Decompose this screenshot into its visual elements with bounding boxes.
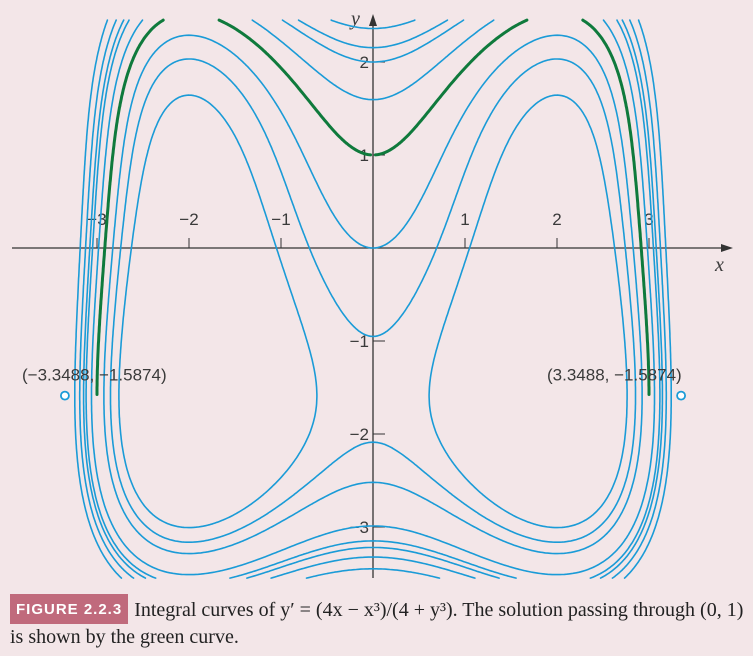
integral-curve [85,19,661,579]
y-axis-arrow [369,14,377,26]
integral-curve [90,19,656,576]
y-tick-label: 1 [360,146,369,165]
x-tick-label: −2 [179,210,198,229]
x-tick-label: −3 [87,210,106,229]
x-axis-arrow [721,244,733,252]
x-tick-label: −1 [271,210,290,229]
endpoint-label: (3.3488, −1.5874) [547,366,682,385]
integral-curve [78,19,668,579]
integral-curve [103,34,643,555]
y-tick-label: −2 [350,425,369,444]
x-tick-label: 3 [644,210,653,229]
figure-tag: FIGURE 2.2.3 [10,594,129,624]
x-tick-label: 1 [460,210,469,229]
integral-curve [74,19,672,579]
endpoint-label: (−3.3488, −1.5874) [22,366,167,385]
y-tick-label: −1 [350,332,369,351]
x-axis-label: x [714,254,724,276]
integral-curve [82,19,664,579]
integral-curve [118,94,628,529]
integral-curve [109,58,637,543]
endpoint-marker [676,390,686,401]
y-tick-label: 2 [360,53,369,72]
caption-text: Integral curves of y′ = (4x − x³)/(4 + y… [10,599,744,648]
solution-curve-through-0-1 [95,18,651,396]
endpoint-marker [60,390,70,401]
y-axis-label: y [349,8,360,30]
x-tick-label: 2 [552,210,561,229]
